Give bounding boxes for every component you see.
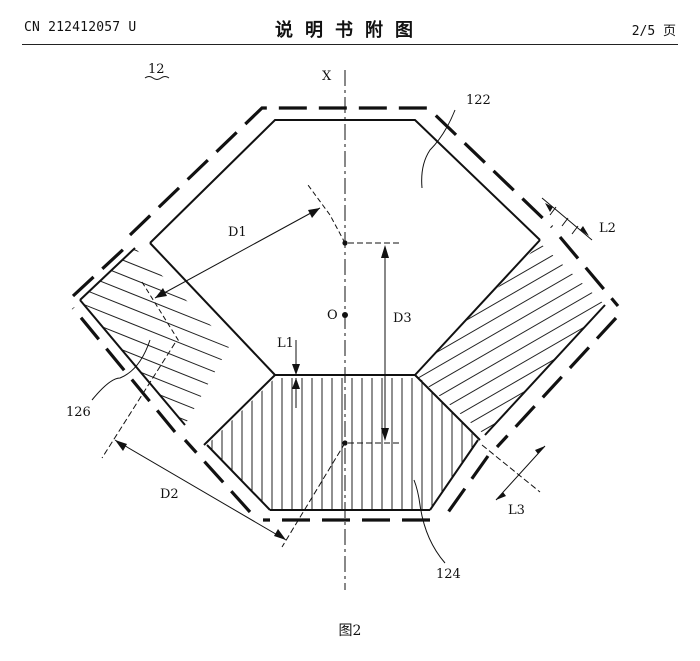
label-d1: D1 [228, 225, 247, 240]
label-124: 124 [436, 567, 461, 582]
page-indicator: 2/5 页 [631, 24, 676, 39]
label-l3: L3 [508, 503, 525, 518]
leader-lines [91, 109, 456, 564]
center-point [342, 312, 348, 318]
dim-d3 [348, 242, 402, 444]
ref-12-label: 12 [148, 62, 165, 77]
label-l2: L2 [599, 221, 616, 236]
dim-l3 [481, 444, 546, 501]
section-title: 说明书附图 [275, 20, 425, 41]
label-d3: D3 [393, 311, 412, 326]
hatched-region-right [415, 243, 605, 435]
ref-12-squiggle [144, 76, 170, 80]
origin-label: O [327, 308, 338, 323]
dim-l2 [541, 197, 593, 241]
label-d2: D2 [160, 487, 179, 502]
label-126: 126 [66, 405, 91, 420]
axis-x-label: X [322, 69, 332, 84]
figure-caption: 图2 [338, 623, 362, 639]
label-l1: L1 [277, 336, 294, 351]
dim-l1 [286, 340, 306, 408]
dim-d1 [141, 184, 346, 344]
label-122: 122 [466, 93, 491, 108]
publication-number: CN 212412057 U [24, 20, 137, 35]
header-rule [22, 44, 678, 45]
dim-d2 [101, 342, 346, 548]
